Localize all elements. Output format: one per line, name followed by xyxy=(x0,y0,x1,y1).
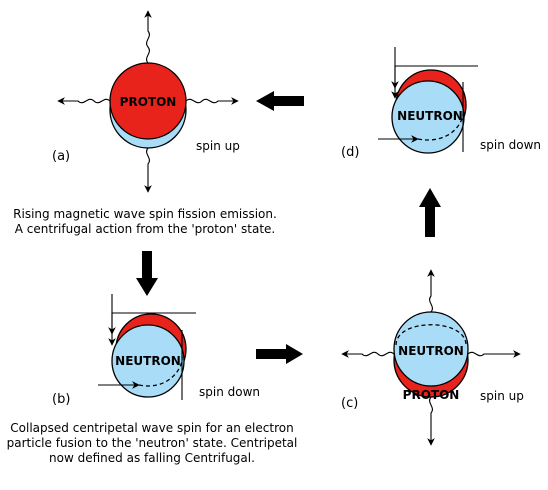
panel-d-neutron-sphere xyxy=(391,80,465,154)
panel-c-main-label: NEUTRON xyxy=(398,344,464,358)
panel-b-letter: (b) xyxy=(52,392,70,407)
panel-a-wave-left-arrow xyxy=(57,97,111,105)
panel-c-wave-right-arrow xyxy=(467,350,521,358)
panel-b: NEUTRON (b) spin down xyxy=(52,294,260,407)
panel-c-spin-label: spin up xyxy=(480,389,524,403)
panel-c-letter: (c) xyxy=(341,396,358,411)
panel-a-letter: (a) xyxy=(52,149,70,164)
caption-top-line-1: Rising magnetic wave spin fission emissi… xyxy=(13,207,277,221)
caption-bottom-line-1: Collapsed centripetal wave spin for an e… xyxy=(10,421,294,435)
caption-bottom-line-3: now defined as falling Centrifugal. xyxy=(49,451,255,465)
arrow-right-icon xyxy=(256,344,303,364)
panel-b-main-label: NEUTRON xyxy=(115,354,181,368)
panel-a: PROTON (a) spin up xyxy=(52,10,240,193)
panel-c-wave-left-arrow xyxy=(341,350,395,358)
panel-d-letter: (d) xyxy=(341,145,359,160)
panel-c-dashed-spin xyxy=(395,324,467,346)
caption-top-line-2: A centrifugal action from the 'proton' s… xyxy=(14,222,276,236)
panel-d-main-label: NEUTRON xyxy=(397,109,463,123)
panel-c-wave-up-arrow xyxy=(427,269,435,313)
caption-bottom: Collapsed centripetal wave spin for an e… xyxy=(2,421,302,466)
panel-a-wave-right-arrow xyxy=(185,97,239,105)
panel-b-dashed-spin xyxy=(138,355,183,387)
caption-top: Rising magnetic wave spin fission emissi… xyxy=(0,207,290,237)
panel-a-wave-up-arrow xyxy=(144,10,152,64)
panel-a-main-label: PROTON xyxy=(120,95,177,109)
panel-c-secondary-label: PROTON xyxy=(403,388,460,402)
panel-a-spin-label: spin up xyxy=(196,139,240,153)
panel-d: NEUTRON (d) spin down xyxy=(341,47,541,160)
panel-c: NEUTRON PROTON (c) spin up xyxy=(341,269,524,446)
panel-a-wave-down-arrow xyxy=(144,147,152,193)
panel-c-wave-down-arrow xyxy=(427,396,435,446)
panel-b-neutron-sphere xyxy=(111,324,185,398)
arrow-left-icon xyxy=(256,91,304,111)
arrow-down-icon xyxy=(136,251,158,296)
arrow-up-icon xyxy=(419,188,441,237)
panel-d-spin-label: spin down xyxy=(480,138,541,152)
caption-bottom-line-2: particle fusion to the 'neutron' state. … xyxy=(6,436,298,450)
panel-b-spin-label: spin down xyxy=(199,385,260,399)
